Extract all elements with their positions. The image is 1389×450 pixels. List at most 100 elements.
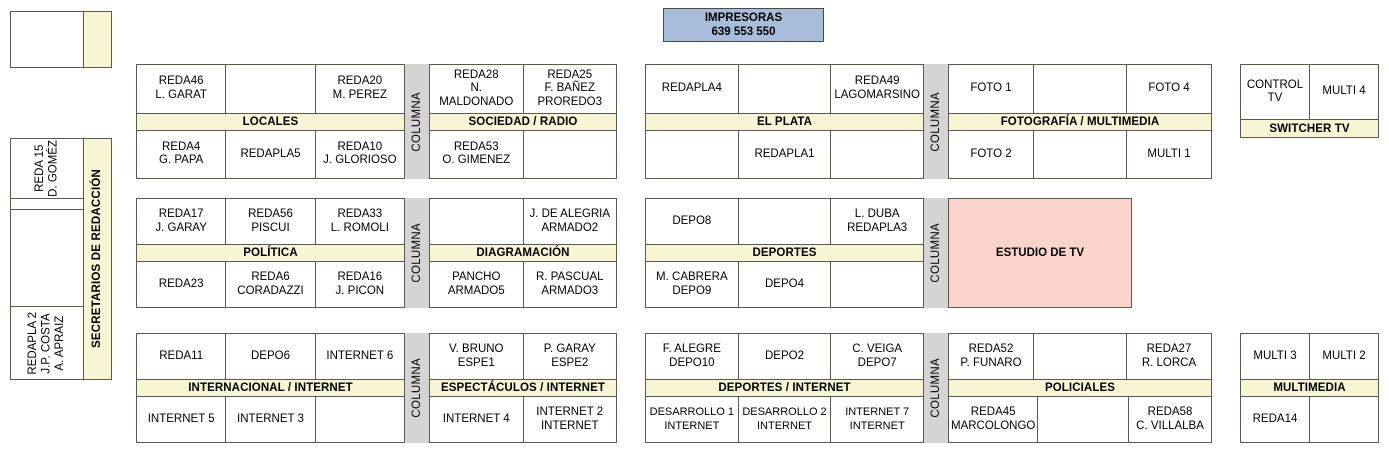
cell-locales-top-2[interactable]: REDA20 M. PEREZ — [315, 65, 404, 113]
cell-elplata-bottom-2[interactable] — [831, 130, 924, 178]
sidebar-secretarios-strip: SECRETARIOS DE REDACCIÓN — [83, 139, 111, 379]
cell-espectaculos-bottom-0[interactable]: INTERNET 4 — [430, 397, 524, 442]
sidebar-cell-0[interactable]: REDA 15 D. GOMÉZ — [11, 139, 83, 199]
cell-multi-4[interactable]: MULTI 4 — [1310, 65, 1378, 119]
cell-deportes-internet-top-2[interactable]: C. VEIGA DEPO7 — [831, 334, 924, 379]
cell-deportes-internet-bottom-2[interactable]: INTERNET 7 INTERNET — [831, 397, 924, 442]
cell-locales-bottom-0[interactable]: REDA4 G. PAPA — [137, 130, 227, 178]
group-deportes-bottom-row: M. CABRERA DEPO9 DEPO4 — [646, 262, 924, 307]
group-fotografia-bottom-row: FOTO 2 MULTI 1 — [949, 130, 1211, 178]
header-espectaculos-internet: ESPECTÁCULOS / INTERNET — [430, 379, 616, 397]
cell-espectaculos-top-1[interactable]: P. GARAY ESPE2 — [523, 334, 616, 379]
cell-deportes-internet-top-1[interactable]: DEPO2 — [738, 334, 832, 379]
cell-fotografia-bottom-1[interactable] — [1034, 130, 1127, 178]
header-switcher-tv: SWITCHER TV — [1241, 119, 1378, 137]
cell-locales-bottom-2[interactable]: REDA10 J. GLORIOSO — [315, 130, 404, 178]
cell-deportes-top-2[interactable]: L. DUBA REDAPLA3 — [831, 199, 924, 244]
sidebar-top-cell[interactable] — [11, 12, 83, 67]
group-politica-bottom-row: REDA23 REDA6 CORADAZZI REDA16 J. PICON — [137, 262, 404, 307]
cell-deportes-internet-bottom-1[interactable]: DESARROLLO 2 INTERNET — [738, 397, 832, 442]
cell-politica-bottom-2[interactable]: REDA16 J. PICON — [315, 262, 404, 307]
cell-politica-bottom-1[interactable]: REDA6 CORADAZZI — [226, 262, 316, 307]
cell-deportes-bottom-1[interactable]: DEPO4 — [738, 262, 832, 307]
group-sociedad-bottom-row: REDA53 O. GIMENEZ — [430, 130, 616, 178]
section-internacional-espectaculos: REDA11 DEPO6 INTERNET 6 INTERNACIONAL / … — [136, 333, 617, 443]
cell-internacional-bottom-2[interactable] — [315, 397, 404, 442]
cell-internacional-top-1[interactable]: DEPO6 — [226, 334, 316, 379]
sidebar-cell-0-label: REDA 15 D. GOMÉZ — [33, 140, 60, 197]
cell-locales-top-0[interactable]: REDA46 L. GARAT — [137, 65, 227, 113]
cell-diagramacion-bottom-0[interactable]: PANCHO ARMADO5 — [430, 262, 524, 307]
cell-sociedad-bottom-0[interactable]: REDA53 O. GIMENEZ — [430, 130, 524, 178]
cell-elplata-top-1[interactable] — [738, 65, 832, 113]
cell-elplata-top-0[interactable]: REDAPLA4 — [646, 65, 739, 113]
block-switcher-tv: CONTROL TV MULTI 4 SWITCHER TV — [1240, 64, 1379, 138]
cell-policiales-top-1[interactable] — [1034, 334, 1127, 379]
cell-policiales-top-2[interactable]: REDA27 R. LORCA — [1127, 334, 1211, 379]
group-deportes-internet-top-row: F. ALEGRE DEPO10 DEPO2 C. VEIGA DEPO7 — [646, 334, 924, 379]
cell-elplata-top-2[interactable]: REDA49 LAGOMARSINO — [831, 65, 924, 113]
cell-deportes-bottom-0[interactable]: M. CABRERA DEPO9 — [646, 262, 739, 307]
header-fotografia-multimedia: FOTOGRAFÍA / MULTIMEDIA — [949, 112, 1211, 131]
cell-multimedia-empty[interactable] — [1310, 397, 1378, 442]
cell-diagramacion-bottom-1[interactable]: R. PASCUAL ARMADO3 — [523, 262, 616, 307]
cell-sociedad-bottom-1[interactable] — [523, 130, 616, 178]
group-espectaculos-top-row: V. BRUNO ESPE1 P. GARAY ESPE2 — [430, 334, 616, 379]
cell-diagramacion-top-1[interactable]: J. DE ALEGRIA ARMADO2 — [523, 199, 616, 244]
header-el-plata: EL PLATA — [646, 112, 923, 131]
cell-espectaculos-bottom-1[interactable]: INTERNET 2 INTERNET — [523, 397, 616, 442]
cell-elplata-bottom-1[interactable]: REDAPLA1 — [738, 130, 832, 178]
cell-diagramacion-top-0[interactable] — [430, 199, 524, 244]
group-sociedad-radio: REDA28 N. MALDONADO REDA25 F. BAÑEZ PROR… — [430, 64, 617, 179]
cell-policiales-bottom-1[interactable] — [1038, 397, 1130, 442]
cell-control-tv[interactable]: CONTROL TV — [1241, 65, 1310, 119]
columna-label-4: COLUMNA — [930, 223, 942, 283]
cell-politica-top-2[interactable]: REDA33 L. ROMOLI — [315, 199, 404, 244]
columna-label-5: COLUMNA — [411, 358, 423, 418]
cell-locales-top-1[interactable] — [226, 65, 316, 113]
cell-fotografia-top-0[interactable]: FOTO 1 — [949, 65, 1034, 113]
cell-internacional-bottom-1[interactable]: INTERNET 3 — [226, 397, 316, 442]
group-locales-top-row: REDA46 L. GARAT REDA20 M. PEREZ — [137, 65, 404, 113]
cell-deportes-internet-top-0[interactable]: F. ALEGRE DEPO10 — [646, 334, 739, 379]
sidebar-top-cells — [11, 12, 83, 67]
cell-elplata-bottom-0[interactable] — [646, 130, 739, 178]
cell-internacional-bottom-0[interactable]: INTERNET 5 — [137, 397, 227, 442]
cell-fotografia-top-1[interactable] — [1034, 65, 1127, 113]
cell-fotografia-top-2[interactable]: FOTO 4 — [1127, 65, 1211, 113]
cell-multi-2[interactable]: MULTI 2 — [1310, 334, 1378, 379]
cell-politica-top-1[interactable]: REDA56 PISCUI — [226, 199, 316, 244]
cell-multi-3[interactable]: MULTI 3 — [1241, 334, 1310, 379]
group-espectaculos-internet: V. BRUNO ESPE1 P. GARAY ESPE2 ESPECTÁCUL… — [430, 333, 617, 443]
group-fotografia-top-row: FOTO 1 FOTO 4 — [949, 65, 1211, 113]
cell-deportes-top-0[interactable]: DEPO8 — [646, 199, 739, 244]
cell-locales-bottom-1[interactable]: REDAPLA5 — [226, 130, 316, 178]
cell-sociedad-top-1[interactable]: REDA25 F. BAÑEZ PROREDO3 — [523, 65, 616, 113]
group-locales-bottom-row: REDA4 G. PAPA REDAPLA5 REDA10 J. GLORIOS… — [137, 130, 404, 178]
group-espectaculos-bottom-row: INTERNET 4 INTERNET 2 INTERNET — [430, 397, 616, 442]
cell-policiales-bottom-2[interactable]: REDA58 C. VILLALBA — [1129, 397, 1211, 442]
cell-internacional-top-2[interactable]: INTERNET 6 — [315, 334, 404, 379]
estudio-de-tv-label: ESTUDIO DE TV — [995, 247, 1085, 259]
columna-divider-5: COLUMNA — [404, 333, 430, 443]
panel-estudio-de-tv[interactable]: ESTUDIO DE TV — [949, 198, 1132, 308]
sidebar-cell-2[interactable] — [11, 210, 83, 307]
sidebar-cell-3[interactable]: REDAPLA 2 J.P. COSTA A. APRAIZ — [11, 307, 83, 379]
cell-policiales-bottom-0[interactable]: REDA45 MARCOLONGO — [949, 397, 1039, 442]
cell-deportes-bottom-2[interactable] — [831, 262, 924, 307]
cell-espectaculos-top-0[interactable]: V. BRUNO ESPE1 — [430, 334, 524, 379]
sidebar-cell-list: REDA 15 D. GOMÉZ REDAPLA 2 J.P. COSTA A.… — [11, 139, 83, 379]
cell-reda14[interactable]: REDA14 — [1241, 397, 1310, 442]
cell-deportes-top-1[interactable] — [738, 199, 832, 244]
cell-fotografia-bottom-2[interactable]: MULTI 1 — [1127, 130, 1211, 178]
cell-internacional-top-0[interactable]: REDA11 — [137, 334, 227, 379]
cell-fotografia-bottom-0[interactable]: FOTO 2 — [949, 130, 1034, 178]
cell-politica-top-0[interactable]: REDA17 J. GARAY — [137, 199, 227, 244]
cell-sociedad-top-0[interactable]: REDA28 N. MALDONADO — [430, 65, 524, 113]
cell-politica-bottom-0[interactable]: REDA23 — [137, 262, 227, 307]
cell-deportes-internet-bottom-0[interactable]: DESARROLLO 1 INTERNET — [646, 397, 739, 442]
cell-policiales-top-0[interactable]: REDA52 P. FUNARO — [949, 334, 1034, 379]
group-internacional-internet: REDA11 DEPO6 INTERNET 6 INTERNACIONAL / … — [136, 333, 404, 443]
sidebar-cell-1[interactable] — [11, 199, 83, 210]
